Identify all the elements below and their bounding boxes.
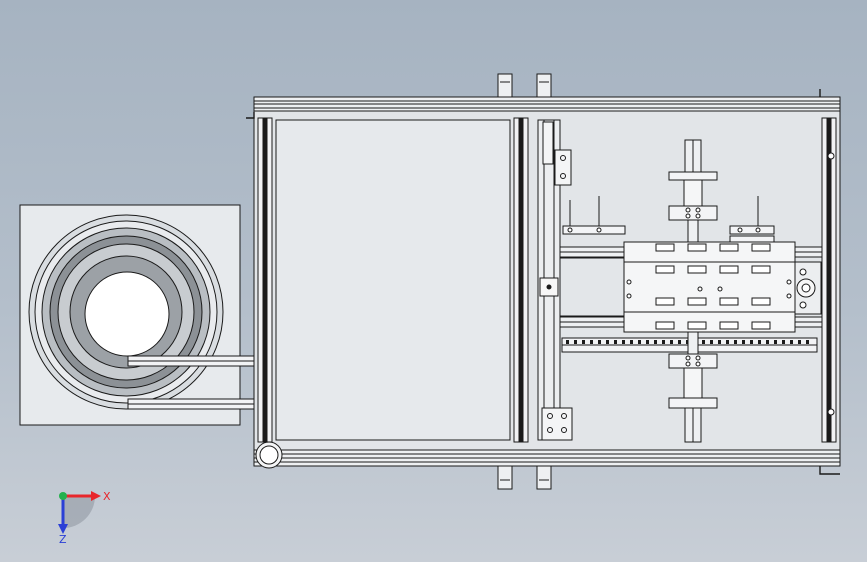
belt-tooth	[710, 340, 713, 344]
triad-shadow-quarter	[63, 496, 95, 528]
belt-tooth	[806, 340, 809, 344]
belt-tooth	[590, 340, 593, 344]
belt-tooth	[670, 340, 673, 344]
top-casters	[497, 73, 552, 98]
belt-tooth	[758, 340, 761, 344]
clamp-pad	[655, 297, 675, 306]
clamp-pad	[719, 297, 739, 306]
frame-post-right	[821, 117, 837, 443]
belt-tooth	[774, 340, 777, 344]
clamp-pad	[719, 265, 739, 274]
belt-tooth	[622, 340, 625, 344]
clamp-pad	[751, 321, 771, 330]
belt-tooth	[750, 340, 753, 344]
y-axis-dot	[59, 492, 67, 500]
clamp-pad	[687, 265, 707, 274]
clamp-pad	[751, 265, 771, 274]
drive-motor	[794, 261, 822, 315]
belt-tooth	[638, 340, 641, 344]
clamp-pad	[687, 243, 707, 252]
belt-tooth	[766, 340, 769, 344]
clamp-pad	[751, 243, 771, 252]
center-index-plate	[623, 241, 796, 333]
belt-tooth	[646, 340, 649, 344]
bottom-pusher-cylinder	[668, 331, 718, 443]
frame-post-left	[257, 117, 273, 443]
axis-triad: X Z	[58, 490, 111, 544]
top-pusher-cylinder	[668, 139, 718, 243]
belt-tooth	[718, 340, 721, 344]
belt-tooth	[734, 340, 737, 344]
left-cabinet-panel	[275, 119, 511, 441]
clamp-pad	[655, 321, 675, 330]
vertical-guide-rail	[537, 119, 573, 441]
clamp-pad	[687, 321, 707, 330]
frame-rail-top	[253, 96, 841, 112]
z-axis-label: Z	[59, 533, 67, 544]
frame-rail-bottom	[253, 449, 841, 467]
belt-tooth	[598, 340, 601, 344]
belt-tooth	[630, 340, 633, 344]
x-axis-label: X	[103, 490, 111, 503]
belt-tooth	[742, 340, 745, 344]
bowl-center-cone	[84, 271, 170, 357]
clamp-pad	[655, 265, 675, 274]
belt-tooth	[662, 340, 665, 344]
clamp-pad	[687, 297, 707, 306]
belt-tooth	[614, 340, 617, 344]
belt-tooth	[654, 340, 657, 344]
clamp-pad	[719, 243, 739, 252]
clamp-pad	[719, 321, 739, 330]
belt-tooth	[702, 340, 705, 344]
belt-tooth	[790, 340, 793, 344]
belt-tooth	[566, 340, 569, 344]
belt-tooth	[678, 340, 681, 344]
clamp-pad	[751, 297, 771, 306]
belt-tooth	[574, 340, 577, 344]
frame-post-middle	[513, 117, 529, 443]
belt-tooth	[782, 340, 785, 344]
bottom-casters	[497, 465, 552, 490]
belt-tooth	[582, 340, 585, 344]
vibratory-bowl-feeder	[19, 204, 255, 426]
clamp-pad	[655, 243, 675, 252]
belt-tooth	[606, 340, 609, 344]
side-clamp-arms	[562, 196, 775, 243]
belt-tooth	[798, 340, 801, 344]
belt-tooth	[726, 340, 729, 344]
